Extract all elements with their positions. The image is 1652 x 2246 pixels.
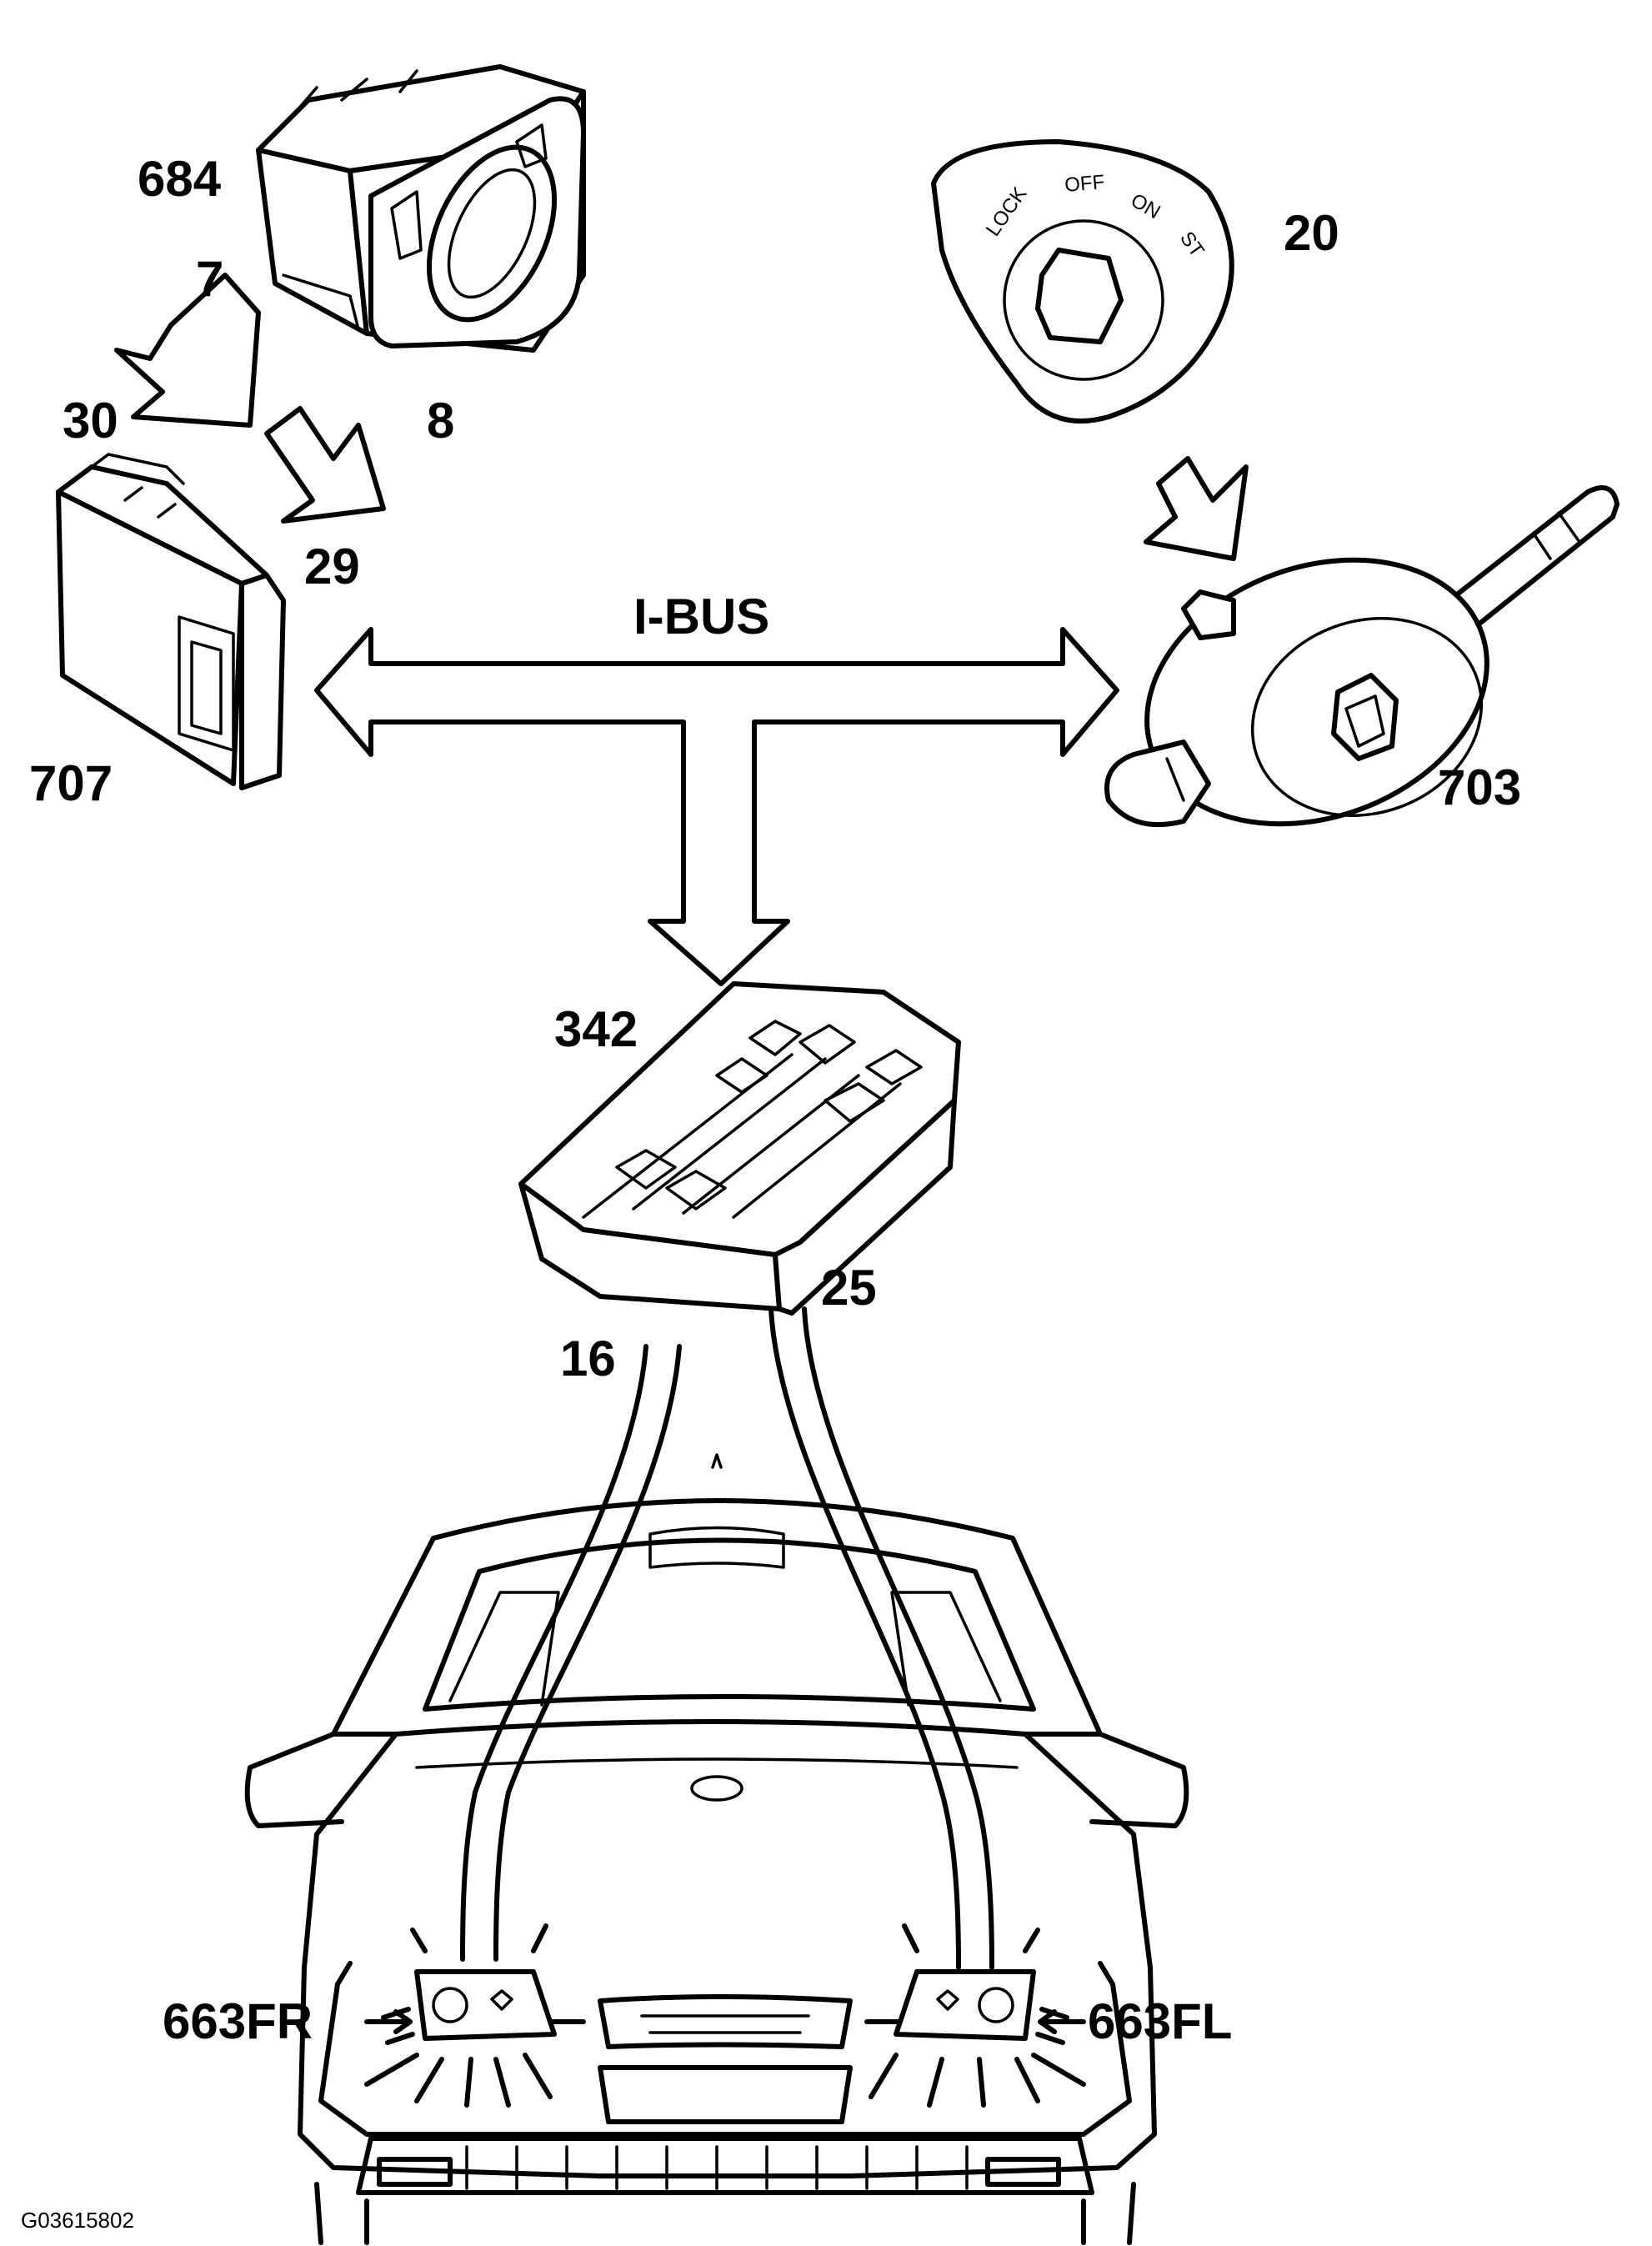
label-707: 707 xyxy=(29,755,113,811)
label-30: 30 xyxy=(63,393,118,449)
label-25: 25 xyxy=(821,1260,877,1316)
label-684: 684 xyxy=(138,151,222,207)
pointer-663FR xyxy=(364,2009,413,2034)
label-7: 7 xyxy=(196,251,223,307)
pointer-663FL xyxy=(1038,2009,1086,2034)
ignition-off-label: OFF xyxy=(1064,171,1105,197)
label-663FL: 663FL xyxy=(1088,1993,1232,2049)
label-8: 8 xyxy=(427,393,454,449)
control-module-707 xyxy=(56,453,286,790)
car-front-outline xyxy=(244,1453,1189,2245)
ignition-switch-20: LOCK OFF ON ST xyxy=(931,139,1234,424)
steering-column-switch-703 xyxy=(1104,485,1619,828)
wire-harness-16 xyxy=(460,1344,682,1962)
headlight-switch-684 xyxy=(256,64,586,353)
label-663FR: 663FR xyxy=(163,1993,313,2049)
label-i-bus: I-BUS xyxy=(633,589,769,644)
label-703: 703 xyxy=(1438,760,1521,815)
headlamp-right-663FR xyxy=(364,1923,586,2108)
label-16: 16 xyxy=(560,1331,616,1386)
fuse-box-342 xyxy=(518,981,961,1316)
label-20: 20 xyxy=(1284,205,1339,261)
figure-id: G03615802 xyxy=(21,2208,134,2233)
wire-harness-25 xyxy=(768,1306,994,1970)
connection-arrow-20-703 xyxy=(1144,456,1249,561)
headlamp-left-663FL xyxy=(864,1923,1086,2108)
label-342: 342 xyxy=(554,1001,638,1057)
i-bus-arrow xyxy=(314,627,1119,986)
connection-arrows-684-707 xyxy=(114,273,386,524)
label-29: 29 xyxy=(304,539,360,594)
